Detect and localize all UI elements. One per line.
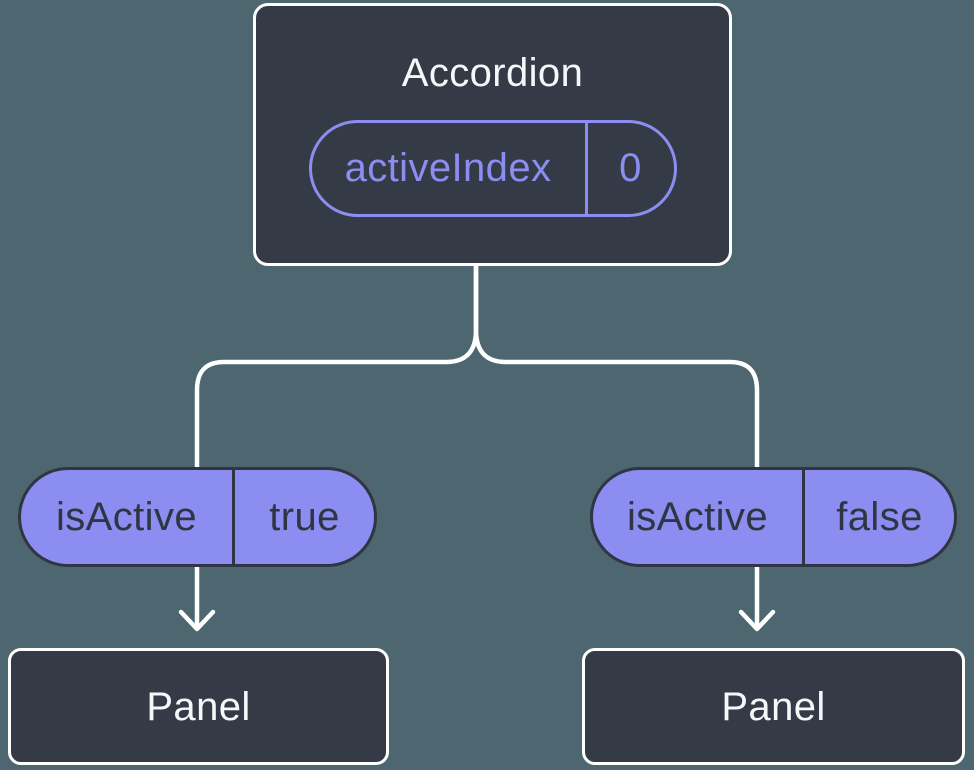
panel-node-right: Panel <box>582 648 965 765</box>
panel-node-left: Panel <box>8 648 389 765</box>
prop-name-left: isActive <box>21 470 235 564</box>
prop-pill-right: isActive false <box>590 467 957 567</box>
panel-left-label: Panel <box>146 684 251 729</box>
panel-right-label: Panel <box>721 684 826 729</box>
prop-name-right: isActive <box>593 470 805 564</box>
state-value: 0 <box>619 145 642 190</box>
prop-pill-left: isActive true <box>18 467 377 567</box>
prop-value-right: false <box>836 494 923 539</box>
accordion-node-label: Accordion <box>401 50 584 95</box>
arrowhead-right-icon <box>738 609 776 632</box>
connector-root-to-left-child <box>194 263 479 631</box>
state-pill: activeIndex 0 <box>308 119 677 217</box>
accordion-node: Accordion activeIndex 0 <box>253 3 732 266</box>
connector-root-to-right-child <box>473 263 760 631</box>
prop-value-left: true <box>269 494 340 539</box>
arrowhead-left-icon <box>178 609 216 632</box>
state-name: activeIndex <box>312 122 588 214</box>
